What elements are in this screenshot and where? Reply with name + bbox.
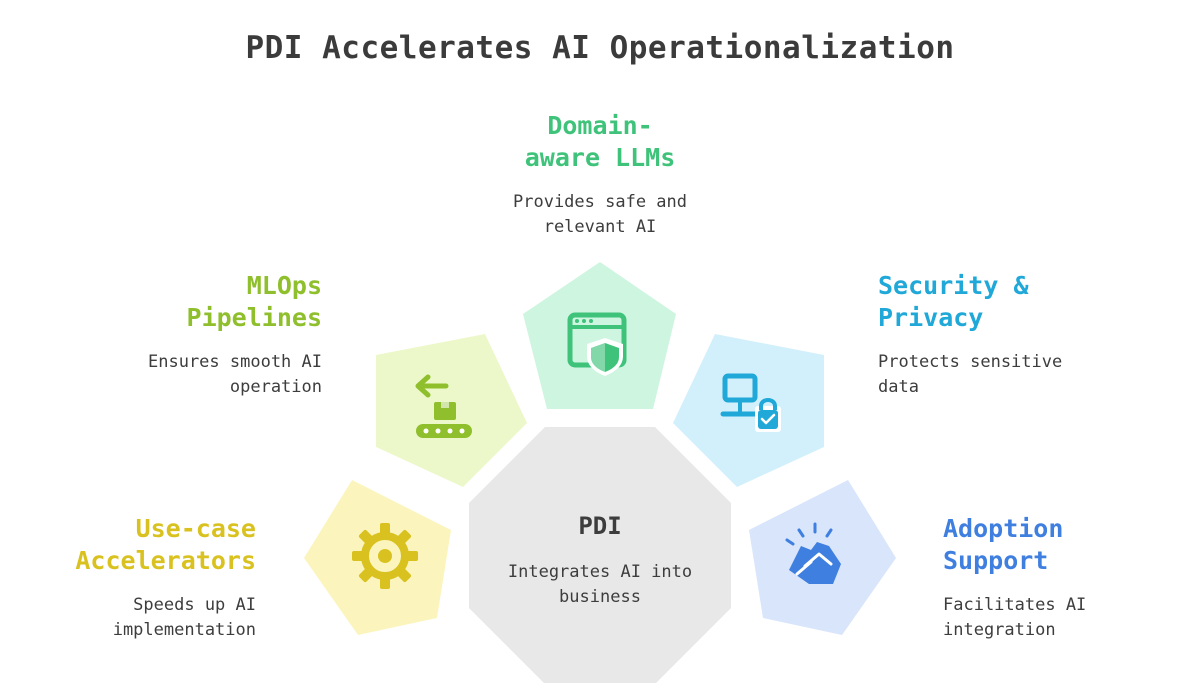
use-case-accelerators-title-line: Accelerators	[75, 546, 256, 575]
adoption-support-title-line: Adoption	[943, 514, 1064, 543]
domain-aware-llms-description-line: Provides safe and	[513, 192, 687, 212]
mlops-pipelines-description: Ensures smooth AI operation	[60, 350, 322, 400]
security-privacy-pentagon	[673, 334, 824, 487]
security-privacy-description: Protects sensitive data	[878, 350, 1158, 400]
security-privacy-title-line: Security &	[878, 271, 1029, 300]
use-case-accelerators-title-line: Use-case	[135, 514, 256, 543]
adoption-support-title-line: Support	[943, 546, 1049, 575]
security-privacy-title: Security & Privacy	[878, 270, 1158, 334]
adoption-support-description-line: integration	[943, 620, 1056, 640]
mlops-pipelines-title-line: Pipelines	[186, 303, 322, 332]
domain-aware-llms-description: Provides safe and relevant AI	[430, 190, 770, 240]
use-case-accelerators-label: Use-case Accelerators Speeds up AI imple…	[20, 513, 256, 643]
use-case-accelerators-description-line: implementation	[112, 620, 256, 640]
hub-octagon	[469, 427, 731, 683]
mlops-pipelines-description-line: operation	[229, 377, 322, 397]
domain-aware-llms-title: Domain- aware LLMs	[430, 110, 770, 174]
conveyor-icon	[415, 374, 472, 438]
mlops-pipelines-label: MLOps Pipelines Ensures smooth AI operat…	[60, 270, 322, 400]
gear-icon	[352, 523, 418, 589]
use-case-accelerators-description: Speeds up AI implementation	[20, 593, 256, 643]
use-case-accelerators-title: Use-case Accelerators	[20, 513, 256, 577]
adoption-support-description: Facilitates AI integration	[943, 593, 1183, 643]
hub-description: Integrates AI into business	[470, 560, 730, 610]
computer-lock-icon	[720, 373, 781, 432]
hub-description-line: Integrates AI into	[507, 562, 693, 582]
security-privacy-description-line: data	[878, 377, 919, 397]
use-case-accelerators-pentagon	[304, 480, 451, 635]
browser-shield-icon	[567, 312, 627, 376]
mlops-pipelines-title: MLOps Pipelines	[60, 270, 322, 334]
mlops-pipelines-description-line: Ensures smooth AI	[148, 352, 322, 372]
domain-aware-llms-title-line: aware LLMs	[524, 143, 676, 172]
domain-aware-llms-pentagon	[523, 262, 676, 409]
adoption-support-title: Adoption Support	[943, 513, 1183, 577]
security-privacy-label: Security & Privacy Protects sensitive da…	[878, 270, 1158, 400]
use-case-accelerators-description-line: Speeds up AI	[133, 595, 256, 615]
hub-title: PDI	[578, 512, 622, 540]
domain-aware-llms-title-line: Domain-	[547, 111, 653, 140]
domain-aware-llms-label: Domain- aware LLMs Provides safe and rel…	[430, 110, 770, 240]
diagram-title: PDI Accelerates AI Operationalization	[245, 30, 955, 66]
adoption-support-description-line: Facilitates AI	[943, 595, 1087, 615]
handshake-icon	[785, 522, 841, 584]
mlops-pipelines-title-line: MLOps	[246, 271, 322, 300]
hub-description-line: business	[559, 587, 641, 607]
adoption-support-label: Adoption Support Facilitates AI integrat…	[943, 513, 1183, 643]
domain-aware-llms-description-line: relevant AI	[543, 217, 657, 237]
security-privacy-description-line: Protects sensitive	[878, 352, 1063, 372]
security-privacy-title-line: Privacy	[878, 303, 984, 332]
